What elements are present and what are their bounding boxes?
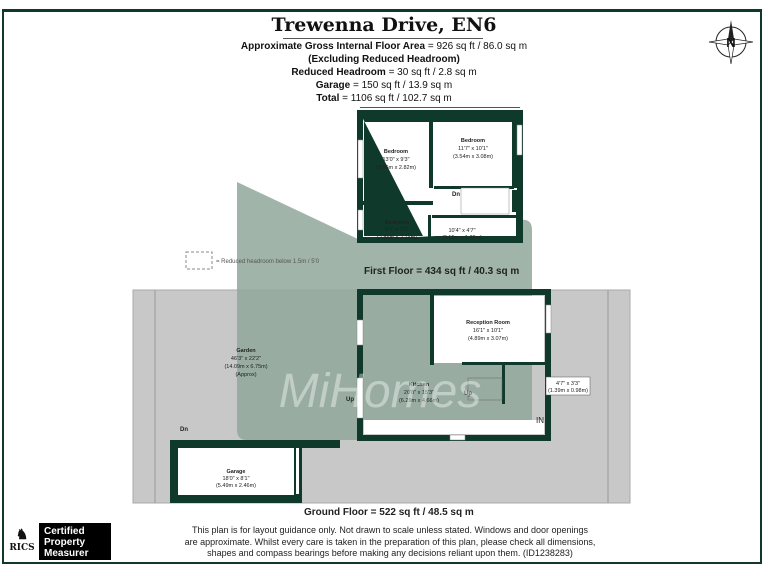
room-name: Bedroom (384, 149, 408, 155)
room-dimensions-metric: (3.96m x 2.82m) (376, 165, 416, 171)
excluding-text: (Excluding Reduced Headroom) (308, 54, 460, 65)
compass-icon: N (708, 20, 754, 65)
gia-value: = 926 sq ft / 86.0 sq m (427, 41, 528, 52)
room-dimensions-imperial: 20'8" x 15'3" (404, 390, 434, 396)
gia-line: Approximate Gross Internal Floor Area = … (0, 41, 768, 52)
wc-dimension-box (545, 376, 591, 396)
room-name: Kitchen (409, 382, 430, 388)
room-dimensions-imperial: 13'0" x 9'3" (382, 157, 409, 163)
badge-line: Certified (44, 526, 85, 537)
room-dimensions-metric: (3.54m x 3.08m) (453, 154, 493, 160)
entrance-label: IN (536, 416, 544, 425)
watermark-logo: MiHomes (279, 365, 482, 418)
total-value: = 1106 sq ft / 102.7 sq m (342, 93, 452, 104)
room-name: Garden (236, 348, 256, 354)
disclaimer-line: shapes and compass bearings before makin… (207, 548, 573, 558)
room-dimensions-metric: (4.89m x 3.07m) (468, 336, 508, 342)
disclaimer: This plan is for layout guidance only. N… (160, 525, 620, 560)
reduced-label: Reduced Headroom (291, 67, 386, 78)
total-line: Total = 1106 sq ft / 102.7 sq m (0, 93, 768, 104)
reduced-headroom-legend-box (185, 251, 213, 270)
room-name: Bedroom (461, 138, 485, 144)
reduced-value: = 30 sq ft / 2.8 sq m (388, 67, 477, 78)
ground-floor-plan: Up Up IN Reception Room 16'1" x 10'1" (4… (170, 289, 591, 503)
room-dimensions-imperial: 4'7" x 3'3" (556, 381, 580, 387)
steps-down-label: Dn (180, 427, 188, 433)
room-dimensions-metric: (1.39m x 0.98m) (548, 388, 588, 394)
stairs-up-label: Up (346, 397, 354, 403)
rics-logo: ♞ RICS (8, 527, 36, 553)
rics-lion-icon: ♞ (15, 527, 29, 543)
stairs-up-label: Up (464, 391, 472, 397)
rics-text: RICS (9, 543, 35, 553)
room-dimensions-metric: (3.15m x 1.39m) (442, 235, 482, 241)
header-divider (360, 107, 520, 108)
excluding-line: (Excluding Reduced Headroom) (0, 54, 768, 65)
garage-label: Garage (315, 80, 351, 91)
certified-measurer-badge: Certified Property Measurer (39, 523, 111, 560)
badge-line: Measurer (44, 548, 89, 559)
room-dimensions-imperial: 46'3" x 22'2" (231, 356, 261, 362)
gia-label: Approximate Gross Internal Floor Area (240, 41, 426, 52)
room-dimensions-imperial: 10'4" x 4'7" (448, 228, 475, 234)
room-dimensions-imperial: 18'0" x 8'1" (222, 476, 249, 482)
disclaimer-line: are approximate. Whilst every care is ta… (184, 536, 596, 547)
room-note: (Approx) (235, 372, 256, 378)
title-divider (283, 38, 483, 39)
first-floor-label: First Floor = 434 sq ft / 40.3 sq m (364, 266, 520, 277)
room-dimensions-imperial: 11'7" x 10'1" (458, 146, 488, 152)
ground-floor-label: Ground Floor = 522 sq ft / 48.5 sq m (304, 507, 474, 518)
room-dimensions-imperial: 16'1" x 10'1" (473, 328, 503, 334)
garage-value: = 150 sq ft / 13.9 sq m (353, 80, 453, 91)
property-title: Trewenna Drive, EN6 (271, 14, 497, 36)
room-name: Bedroom (385, 220, 409, 226)
total-label: Total (316, 93, 340, 104)
room-dimensions-metric: (14.09m x 6.75m) (224, 364, 267, 370)
stairs-down-label: Dn (452, 192, 460, 198)
first-floor-plan: Bedroom 13'0" x 9'3" (3.96m x 2.82m) Bed… (357, 110, 523, 243)
disclaimer-line: This plan is for layout guidance only. N… (191, 525, 589, 535)
badge-line: Property (44, 537, 86, 548)
reduced-line: Reduced Headroom = 30 sq ft / 2.8 sq m (0, 67, 768, 78)
room-dimensions-metric: (2.85m x 2.14m) (377, 235, 417, 241)
page-frame (2, 9, 762, 564)
reduced-headroom-legend: = Reduced headroom below 1.5m / 5'0 (216, 259, 320, 265)
room-name: Garage (227, 469, 246, 475)
garage-line: Garage = 150 sq ft / 13.9 sq m (0, 80, 768, 91)
room-name: Reception Room (466, 320, 510, 326)
shaded-area (237, 182, 532, 440)
room-dimensions-imperial: 9'4" x 7'0" (385, 227, 409, 233)
compass-north-label: N (726, 35, 735, 50)
room-dimensions-metric: (5.49m x 2.46m) (216, 483, 256, 489)
room-dimensions-metric: (6.29m x 4.66m) (399, 398, 439, 404)
